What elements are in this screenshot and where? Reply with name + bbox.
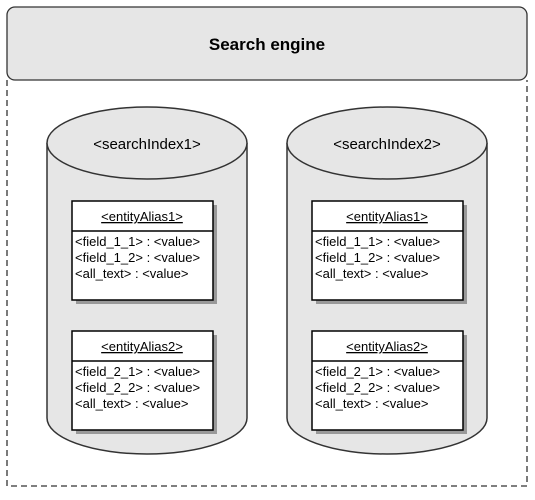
index-1-entity-2: <entityAlias2> <field_2_1> : <value> <fi… bbox=[71, 330, 217, 434]
entity-field: <field_1_1> : <value> bbox=[75, 234, 200, 249]
entity-alias: <entityAlias2> bbox=[101, 339, 183, 354]
entity-alias: <entityAlias2> bbox=[346, 339, 428, 354]
entity-box bbox=[71, 330, 214, 431]
index-2-entity-1: <entityAlias1> <field_1_1> : <value> <fi… bbox=[311, 200, 467, 304]
entity-field: <field_1_2> : <value> bbox=[315, 250, 440, 265]
index-1-name: <searchIndex1> bbox=[93, 136, 201, 153]
entity-field: <field_1_1> : <value> bbox=[315, 234, 440, 249]
entity-alias: <entityAlias1> bbox=[346, 209, 428, 224]
entity-field: <field_2_1> : <value> bbox=[75, 364, 200, 379]
index-2-top bbox=[286, 106, 488, 180]
entity-field: <all_text> : <value> bbox=[75, 266, 188, 281]
entity-field: <all_text> : <value> bbox=[315, 396, 428, 411]
index-2-name: <searchIndex2> bbox=[333, 136, 441, 153]
index-1-top bbox=[46, 106, 248, 180]
search-engine-header bbox=[6, 6, 528, 81]
entity-field: <all_text> : <value> bbox=[75, 396, 188, 411]
index-2-entity-2: <entityAlias2> <field_2_1> : <value> <fi… bbox=[311, 330, 467, 434]
search-index-1: <searchIndex1> <entityAlias1> <field_1_1… bbox=[46, 106, 248, 455]
entity-field: <field_2_2> : <value> bbox=[315, 380, 440, 395]
entity-field: <field_2_2> : <value> bbox=[75, 380, 200, 395]
search-index-2: <searchIndex2> <entityAlias1> <field_1_1… bbox=[286, 106, 488, 455]
index-1-entity-1: <entityAlias1> <field_1_1> : <value> <fi… bbox=[71, 200, 217, 304]
entity-field: <field_2_1> : <value> bbox=[315, 364, 440, 379]
entity-field: <all_text> : <value> bbox=[315, 266, 428, 281]
entity-box bbox=[311, 200, 464, 301]
entity-field: <field_1_2> : <value> bbox=[75, 250, 200, 265]
search-engine-title: Search engine bbox=[209, 35, 325, 54]
search-engine-container bbox=[6, 80, 528, 487]
entity-box bbox=[311, 330, 464, 431]
entity-alias: <entityAlias1> bbox=[101, 209, 183, 224]
entity-box bbox=[71, 200, 214, 301]
